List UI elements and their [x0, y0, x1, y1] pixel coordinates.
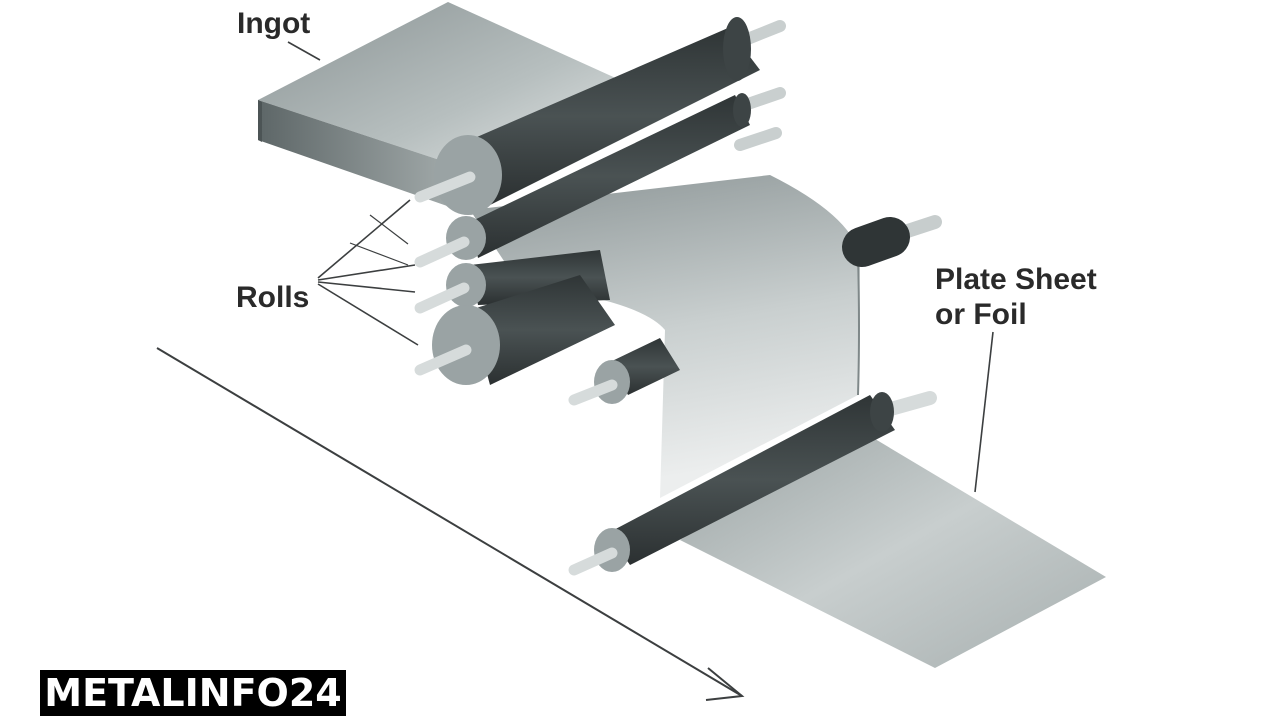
label-product: Plate Sheet or Foil [935, 262, 1097, 333]
label-product-line1: Plate Sheet [935, 263, 1097, 296]
roll-stand [414, 17, 786, 385]
watermark-logo: METALINFO24 [40, 670, 346, 716]
product-leader-line [974, 331, 994, 493]
label-rolls: Rolls [236, 281, 310, 314]
flow-arrow [156, 347, 745, 701]
label-product-line2: or Foil [935, 298, 1027, 332]
finishing-roll [568, 391, 937, 576]
label-ingot: Ingot [237, 7, 311, 40]
rolls-leader-lines [317, 199, 419, 346]
ingot-leader-line [287, 41, 321, 61]
guide-roll-upper [842, 215, 942, 267]
guide-roll-lower-left [568, 338, 680, 406]
output-sheet [680, 430, 1106, 668]
